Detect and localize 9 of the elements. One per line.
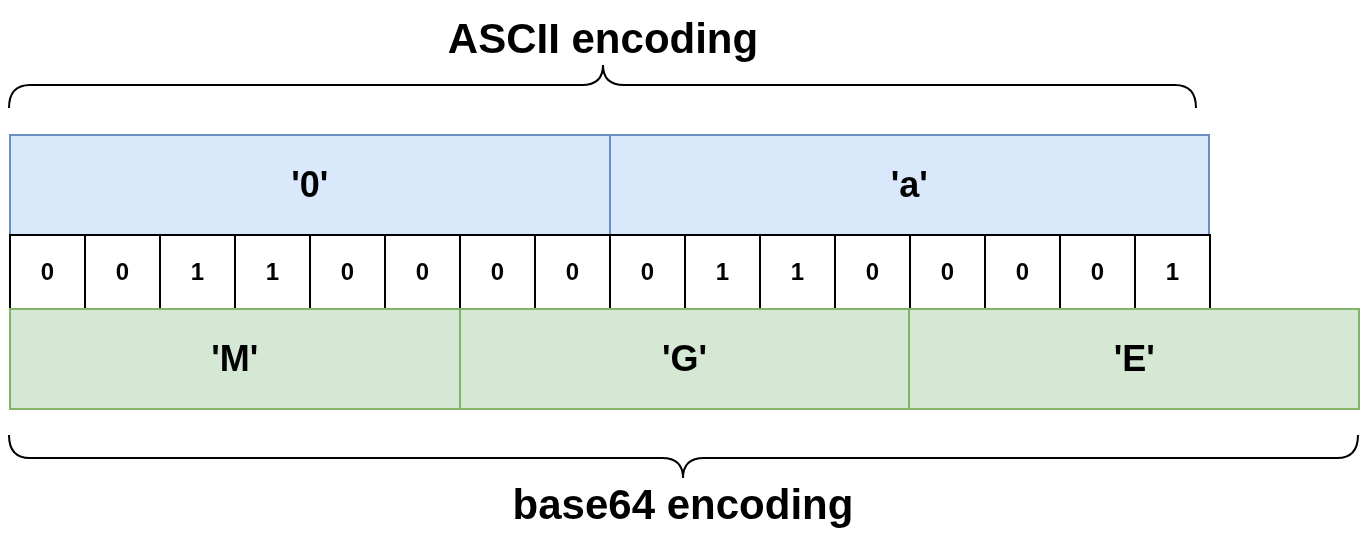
bracket-label: ASCII encoding <box>447 16 759 63</box>
bracket-label: base64 encoding <box>512 482 854 529</box>
character-box: 'a' <box>608 134 1210 236</box>
bit-cell: 0 <box>9 234 86 310</box>
character-box: 'M' <box>9 308 461 410</box>
character-box: 'G' <box>458 308 911 410</box>
character-box: 'E' <box>908 308 1361 410</box>
bit-cell: 1 <box>1134 234 1211 310</box>
character-box: '0' <box>9 134 611 236</box>
